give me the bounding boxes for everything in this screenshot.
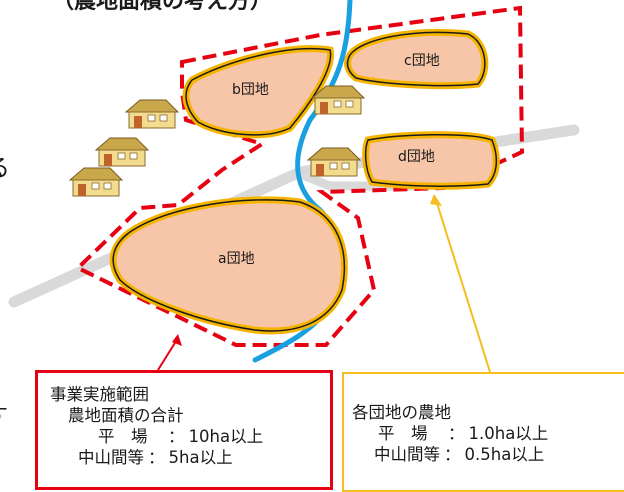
plot-a-label: a団地 — [218, 251, 255, 267]
each-plot-heading: 各団地の農地 — [352, 403, 451, 422]
project-scope-row-flat: 平 場 ： 10ha以上 — [50, 426, 330, 447]
plot-c: c団地 — [344, 28, 489, 90]
plot-a: a団地 — [109, 196, 348, 335]
plot-c-label: c団地 — [404, 53, 440, 69]
row-separator: ： — [448, 424, 465, 443]
row-key: 中山間等 — [374, 445, 440, 464]
house-icon — [95, 137, 149, 167]
row-separator: ： — [148, 448, 165, 467]
project-scope-heading: 事業実施範囲 — [50, 385, 149, 404]
house-icon — [69, 167, 123, 197]
diagram-title: （農地面積の考え方） — [52, 0, 272, 14]
house-icon — [125, 99, 179, 129]
row-value: 5ha以上 — [168, 448, 233, 467]
each-plot-row-hilly: 中山間等 ： 0.5ha以上 — [352, 444, 624, 465]
row-value: 10ha以上 — [188, 427, 264, 446]
row-separator: ： — [168, 427, 185, 446]
plot-d-label: d団地 — [398, 149, 435, 165]
project-scope-row-hilly: 中山間等 ： 5ha以上 — [50, 447, 330, 468]
plot-b: b団地 — [182, 45, 334, 139]
house-icon — [307, 147, 361, 177]
plot-d: d団地 — [362, 131, 500, 190]
row-value: 1.0ha以上 — [468, 424, 549, 443]
leader-line-each — [430, 194, 491, 373]
leader-line-project — [157, 334, 182, 371]
row-key: 平 場 — [378, 424, 428, 443]
row-separator: ： — [444, 445, 461, 464]
each-plot-callout: 各団地の農地 平 場 ： 1.0ha以上 中山間等 ： 0.5ha以上 — [342, 372, 624, 492]
project-scope-callout: 事業実施範囲 農地面積の合計 平 場 ： 10ha以上 中山間等 ： 5ha以上 — [35, 370, 333, 490]
edge-glyph-bottom: す — [0, 398, 8, 430]
row-value: 0.5ha以上 — [464, 445, 545, 464]
edge-glyph-middle: る — [0, 148, 10, 183]
project-scope-subheading: 農地面積の合計 — [68, 406, 184, 425]
plot-b-label: b団地 — [232, 82, 269, 98]
each-plot-row-flat: 平 場 ： 1.0ha以上 — [352, 423, 624, 444]
row-key: 平 場 — [98, 427, 148, 446]
row-key: 中山間等 — [78, 448, 144, 467]
